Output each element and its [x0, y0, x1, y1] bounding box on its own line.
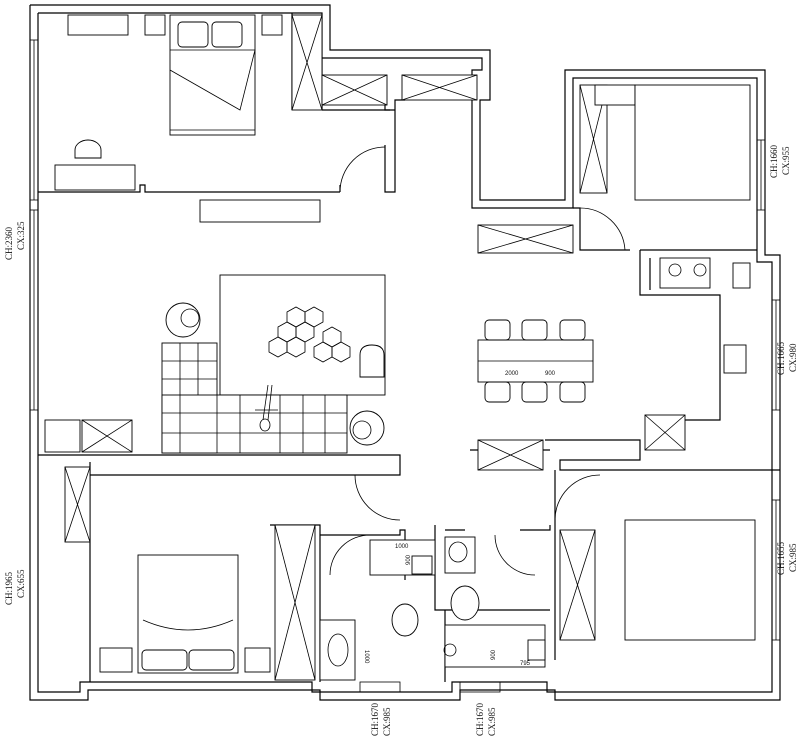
- bedroom-4: [559, 519, 756, 641]
- dining-area: [477, 319, 594, 471]
- exterior-annotations: CH:2360 CX:325 CH:1965 CX:655 CH:1660 CX…: [4, 144, 798, 736]
- annotation-south-right-ch: CH:1670: [475, 702, 485, 736]
- rug: [219, 274, 386, 396]
- dimension-labels: 2000 900 1000 900 1000 900 795: [363, 371, 556, 667]
- annotation-south-right-cx: CX:985: [487, 707, 497, 736]
- shower-1000-label: 1000: [395, 544, 409, 550]
- bath-795-label: 795: [520, 661, 531, 667]
- toilet-2: [450, 585, 480, 621]
- bath-900-label: 900: [491, 649, 497, 660]
- annotation-east-mid-ch: CH:1665: [776, 341, 786, 375]
- annotation-south-left-ch: CH:1670: [370, 702, 380, 736]
- annotation-east-mid-cx: CX:980: [788, 343, 798, 372]
- table-length-label: 2000: [505, 371, 519, 377]
- annotation-east-bottom-ch: CH:1655: [776, 541, 786, 575]
- desk-chair: [74, 139, 102, 159]
- stove: [659, 257, 711, 289]
- sink: [723, 344, 747, 374]
- bath-1000-label: 1000: [363, 650, 369, 664]
- toilet-1: [391, 603, 419, 637]
- kitchen: [644, 257, 751, 451]
- annotation-west-bottom-cx: CX:655: [16, 569, 26, 598]
- armchair: [359, 344, 385, 378]
- side-table: [165, 302, 201, 338]
- desk: [54, 164, 136, 191]
- table-width-label: 900: [545, 371, 556, 377]
- shower-900-label: 900: [406, 554, 412, 565]
- annotation-west-top-cx: CX:325: [16, 221, 26, 250]
- tv-console: [199, 199, 321, 223]
- vanity-2: [444, 536, 476, 574]
- vanity-1: [319, 619, 356, 681]
- master-bedroom: [54, 14, 478, 223]
- living-room: [44, 274, 601, 521]
- annotation-east-top-ch: CH:1660: [769, 144, 779, 178]
- windows: [29, 39, 781, 693]
- annotation-south-left-cx: CX:985: [382, 707, 392, 736]
- bathroom-1: [319, 534, 436, 681]
- annotation-west-bottom-ch: CH:1965: [4, 571, 14, 605]
- annotation-east-top-cx: CX:955: [781, 146, 791, 175]
- bathroom-2: [443, 534, 546, 668]
- hex-decor: [268, 306, 351, 363]
- side-table-2: [349, 410, 385, 446]
- bed-2: [634, 84, 751, 201]
- person-figure: [255, 384, 278, 432]
- exterior-walls: [29, 4, 781, 701]
- annotation-east-bottom-cx: CX:985: [788, 543, 798, 572]
- annotation-west-top-ch: CH:2360: [4, 226, 14, 260]
- bedroom-3: [64, 466, 316, 681]
- bedroom-2: [477, 84, 751, 254]
- sofa: [161, 342, 348, 454]
- bed-4: [624, 519, 756, 641]
